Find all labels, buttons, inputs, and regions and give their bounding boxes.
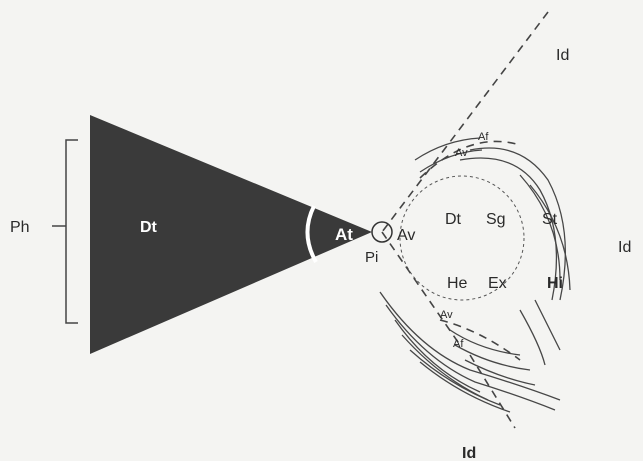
id-bottom-label: Id — [462, 445, 476, 461]
id-top-label: Id — [556, 47, 569, 64]
he-label: He — [447, 275, 468, 292]
dt-triangle — [90, 115, 372, 354]
pi-label: Pi — [365, 249, 378, 266]
ph-label: Ph — [10, 219, 30, 236]
dt-circle-label: Dt — [445, 211, 462, 228]
dt-triangle-label: Dt — [140, 219, 158, 236]
fingerprint-ridges — [380, 138, 570, 412]
ex-label: Ex — [488, 275, 507, 292]
at-label: At — [335, 225, 353, 244]
af-bottom-label: Af — [453, 338, 464, 350]
av-bottom-label: Av — [440, 309, 453, 321]
av-label: Av — [397, 227, 415, 244]
sg-label: Sg — [486, 211, 506, 228]
st-label: St — [542, 211, 558, 228]
id-dashed-lines — [382, 12, 548, 428]
id-right-label: Id — [618, 239, 631, 256]
ph-bracket — [52, 140, 78, 323]
hi-label: Hi — [547, 275, 563, 292]
af-top-label: Af — [478, 131, 489, 143]
av-top-label: Av — [455, 147, 468, 159]
